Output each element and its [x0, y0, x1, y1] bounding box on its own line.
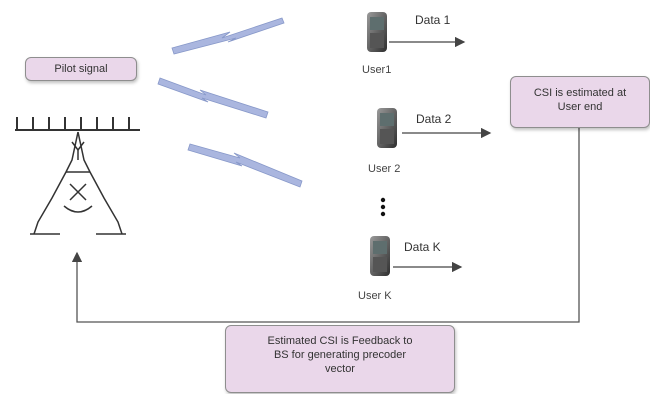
csi-estimated-box: CSI is estimated at User end: [510, 76, 650, 128]
data-label: Data 2: [416, 112, 452, 126]
feedback-loop-line: [71, 128, 580, 323]
user-label: User1: [362, 64, 392, 76]
wireless-signal-icon: [171, 17, 285, 55]
csi-feedback-box: Estimated CSI is Feedback to BS for gene…: [225, 325, 455, 393]
wireless-signal-icon: [187, 143, 303, 188]
pilot-signal-label: Pilot signal: [54, 63, 108, 75]
data-label: Data 1: [415, 13, 451, 27]
user-label: User K: [358, 290, 392, 302]
data-label: Data K: [404, 240, 441, 254]
user-label: User 2: [368, 163, 401, 175]
csi-estimated-line2: User end: [557, 101, 603, 113]
pilot-signal-box: Pilot signal: [25, 57, 137, 81]
antenna-array-icon: [15, 117, 140, 131]
csi-feedback-line3: vector: [325, 363, 355, 375]
mobile-phone-icon: [367, 12, 387, 52]
mobile-phone-icon: [377, 108, 397, 148]
wireless-signal-icon: [157, 77, 269, 119]
csi-feedback-line1: Estimated CSI is Feedback to: [267, 335, 413, 347]
ellipsis-dots: [380, 197, 386, 217]
mobile-phone-icon: [370, 236, 390, 276]
csi-estimated-line1: CSI is estimated at: [533, 87, 627, 99]
csi-feedback-line2: BS for generating precoder: [273, 349, 407, 361]
base-station-tower-icon: [30, 131, 126, 235]
